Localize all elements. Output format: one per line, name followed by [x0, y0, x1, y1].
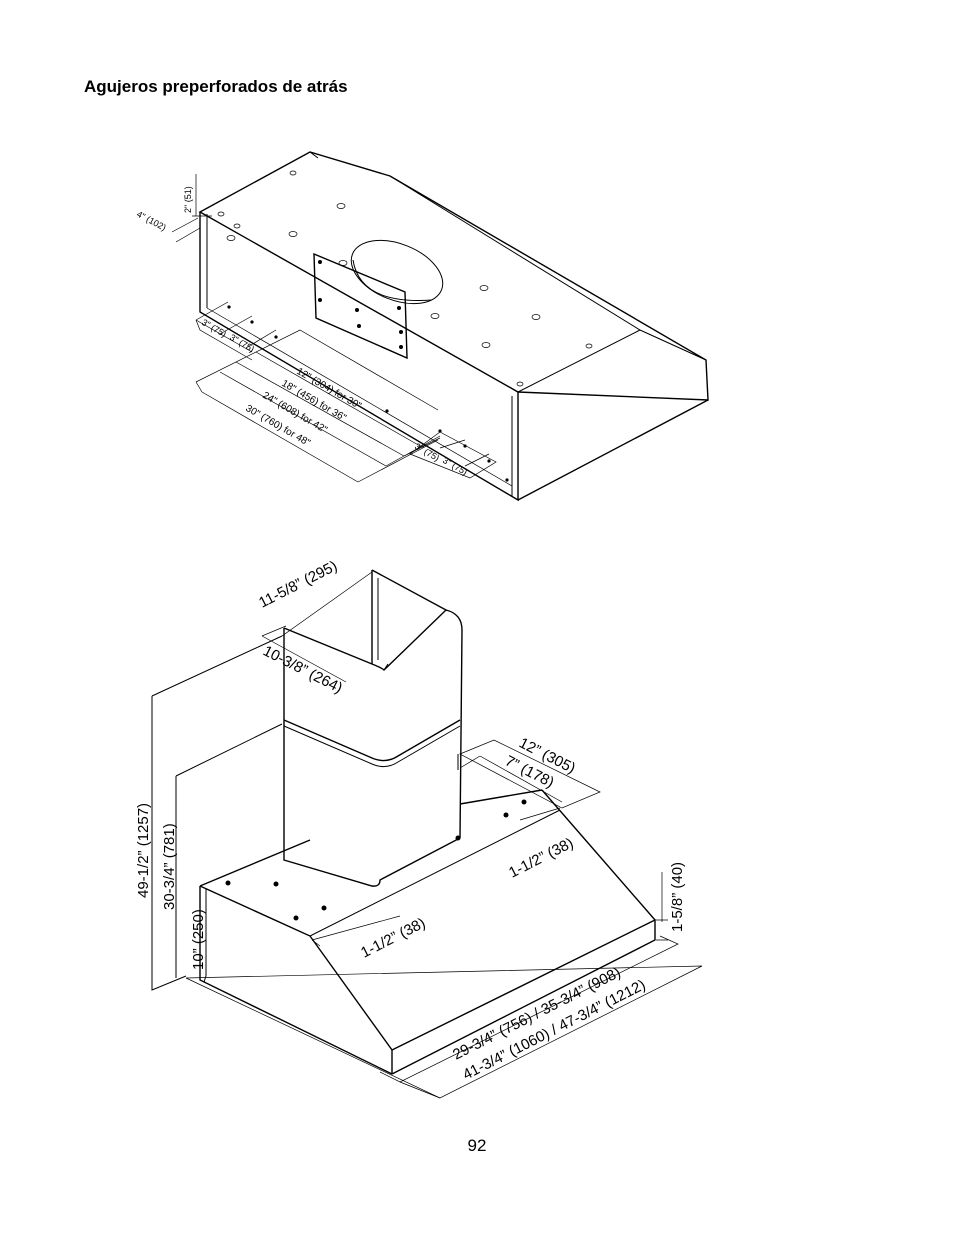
dim-hood-height-label: 10” (250) [190, 909, 207, 970]
top-holes [217, 170, 593, 387]
plate-holes [318, 260, 403, 349]
hood-bottom-right [517, 399, 709, 501]
dim-lip-label: 1-5/8” (40) [669, 862, 686, 932]
hood-bottom-front [391, 918, 656, 1075]
chimney-joint [283, 719, 461, 762]
hood-top-face [198, 151, 709, 401]
dim-chimney-depth-label: 10-3/8” (264) [260, 642, 345, 697]
dim-offset-front-label: 1-1/2” (38) [358, 915, 428, 962]
chimney-side [283, 609, 463, 839]
dim-min-height-label: 30-3/4” (781) [161, 823, 178, 910]
dim-2in-label: 2" (51) [183, 186, 193, 213]
back-view-diagram [171, 151, 709, 502]
dim-4in-label: 4" (102) [135, 209, 168, 233]
chimney-front [283, 628, 461, 887]
wall-outline [151, 696, 187, 991]
hood-front-edge [517, 329, 641, 393]
hood-body-left [199, 839, 393, 1075]
hood-front-slope [309, 151, 707, 361]
mounting-plate [313, 252, 408, 360]
hood-back-face [199, 212, 519, 502]
installed-hood-diagram [151, 569, 703, 1099]
hood-right-slope [541, 789, 656, 921]
page-title: Agujeros preperforados de atrás [84, 77, 348, 96]
hood-holes [225, 799, 527, 921]
page-number: 92 [467, 1136, 487, 1155]
duct-collar [350, 239, 444, 305]
hood-front-face [199, 885, 393, 1074]
dim-total-height-label: 49-1/2” (1257) [135, 803, 152, 898]
dim-offset-back-label: 1-1/2” (38) [506, 835, 576, 882]
dim-3b-label: 3" (75) [228, 332, 256, 354]
